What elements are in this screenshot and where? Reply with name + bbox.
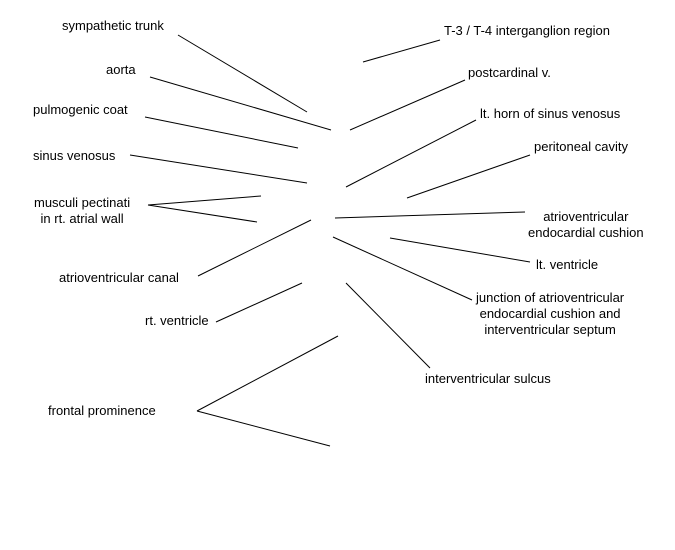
leader-sinus-venosus (129, 154, 308, 184)
leader-musculi-pectinati-1 (147, 195, 262, 206)
label-line: junction of atrioventricular (476, 290, 625, 305)
label-lt-horn-sinus-venosus: lt. horn of sinus venosus (480, 106, 621, 121)
label-lt-ventricle: lt. ventricle (536, 257, 599, 272)
label-sinus-venosus: sinus venosus (33, 148, 116, 163)
leader-postcardinal (349, 79, 466, 131)
leader-av-cushion (334, 211, 526, 219)
label-junction: junction of atrioventricular endocardial… (476, 290, 624, 338)
label-interventricular-sulcus: interventricular sulcus (425, 371, 551, 386)
leader-lt-ventricle (389, 237, 531, 263)
leader-interganglion (362, 39, 441, 63)
leader-musculi-pectinati-2 (147, 204, 258, 223)
label-musculi-pectinati: musculi pectinati in rt. atrial wall (34, 195, 130, 227)
leader-peritoneal (406, 154, 531, 199)
label-frontal-prominence: frontal prominence (48, 403, 156, 418)
label-av-endocardial-cushion: atrioventricular endocardial cushion (528, 209, 644, 241)
label-aorta: aorta (106, 62, 136, 77)
leader-sympathetic-trunk (177, 34, 308, 113)
leader-frontal-prominence-1 (196, 335, 339, 412)
leader-aorta (149, 76, 332, 131)
leader-junction (332, 236, 473, 301)
label-line: endocardial cushion and (479, 306, 621, 321)
label-line: in rt. atrial wall (40, 211, 124, 226)
leader-lt-horn (345, 119, 477, 188)
label-line: musculi pectinati (34, 195, 131, 210)
leader-iv-sulcus (345, 282, 431, 369)
label-pulmogenic-coat: pulmogenic coat (33, 102, 128, 117)
leader-frontal-prominence-2 (196, 410, 331, 447)
label-line: endocardial cushion (528, 225, 644, 240)
label-line: interventricular septum (484, 322, 616, 337)
label-postcardinal-v: postcardinal v. (468, 65, 551, 80)
label-peritoneal-cavity: peritoneal cavity (534, 139, 628, 154)
leader-rt-ventricle (215, 282, 303, 323)
label-interganglion-region: T-3 / T-4 interganglion region (444, 23, 610, 38)
leader-pulmogenic-coat (144, 116, 299, 149)
label-sympathetic-trunk: sympathetic trunk (62, 18, 164, 33)
label-rt-ventricle: rt. ventricle (145, 313, 209, 328)
label-atrioventricular-canal: atrioventricular canal (59, 270, 179, 285)
label-line: atrioventricular (543, 209, 629, 224)
leader-atrioventricular-canal (197, 219, 312, 277)
